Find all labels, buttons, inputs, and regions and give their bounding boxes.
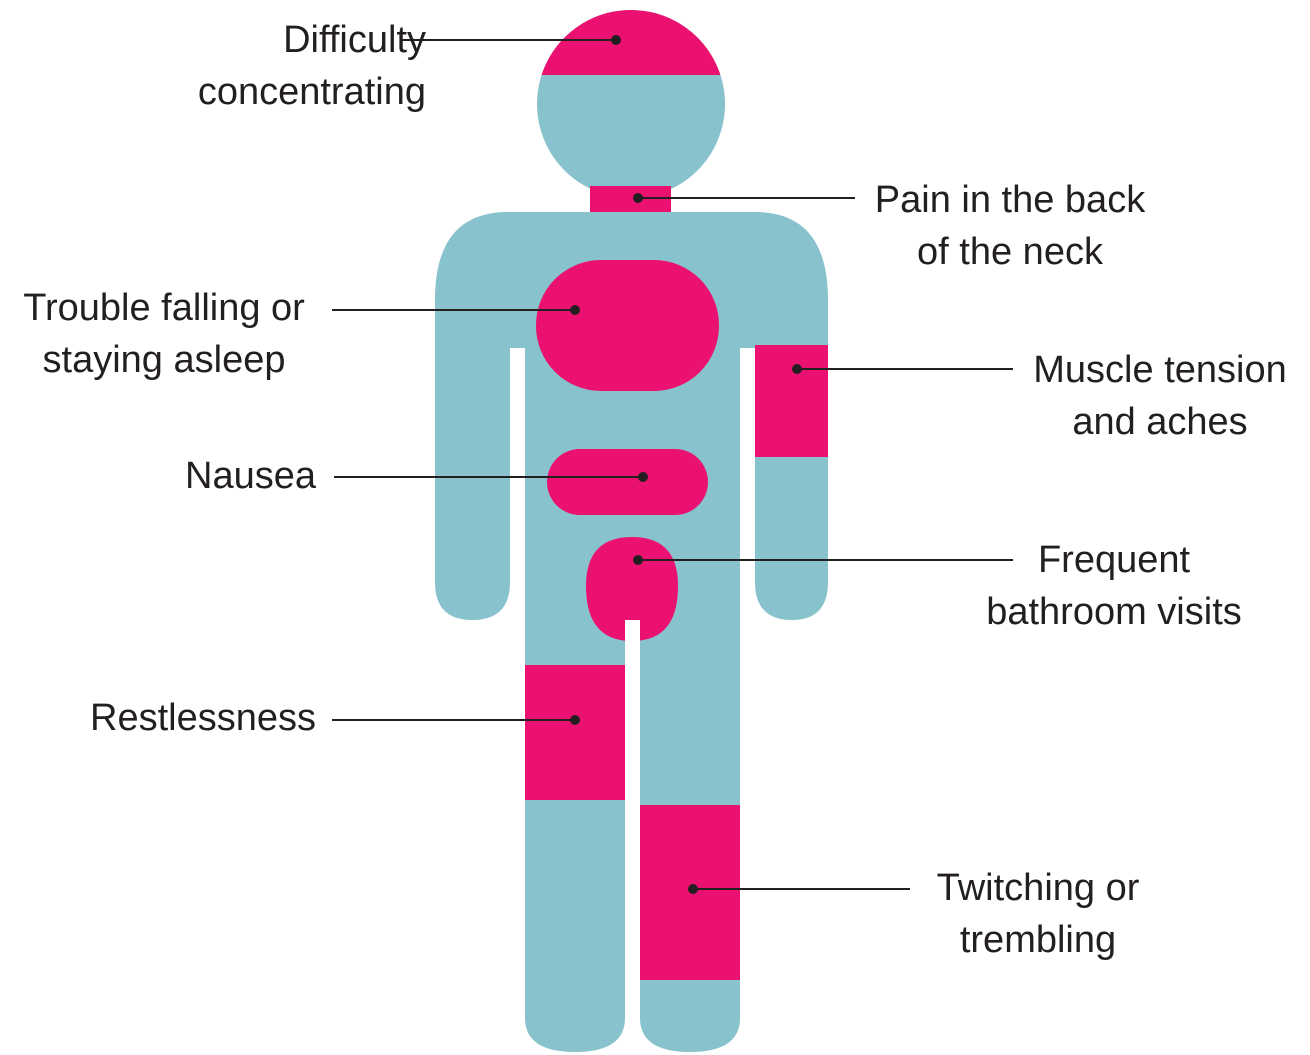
label-concentration: Difficulty concentrating: [198, 14, 426, 118]
dot-concentration: [611, 35, 621, 45]
dot-nausea: [638, 472, 648, 482]
head-region: [535, 8, 727, 75]
label-nausea: Nausea: [185, 450, 316, 502]
body-silhouette: [435, 10, 828, 1052]
dot-muscle: [792, 364, 802, 374]
label-restlessness: Restlessness: [90, 692, 316, 744]
label-neck: Pain in the back of the neck: [864, 174, 1156, 278]
label-bathroom-line-1: Frequent: [970, 534, 1258, 586]
label-twitching-line-2: trembling: [920, 914, 1156, 966]
thigh-region: [525, 665, 625, 800]
chest-region: [536, 260, 719, 391]
label-nausea-line-1: Nausea: [185, 450, 316, 502]
label-sleep-line-1: Trouble falling or: [8, 282, 320, 334]
label-sleep: Trouble falling or staying asleep: [8, 282, 320, 386]
label-muscle-line-1: Muscle tension: [1022, 344, 1298, 396]
label-neck-line-1: Pain in the back: [864, 174, 1156, 226]
stomach-region: [547, 449, 708, 515]
dot-sleep: [570, 305, 580, 315]
label-muscle: Muscle tension and aches: [1022, 344, 1298, 448]
label-twitching: Twitching or trembling: [920, 862, 1156, 966]
label-restlessness-line-1: Restlessness: [90, 692, 316, 744]
label-bathroom: Frequent bathroom visits: [970, 534, 1258, 638]
dot-twitching: [688, 884, 698, 894]
dot-bathroom: [633, 555, 643, 565]
gap-cut: [625, 620, 640, 650]
label-bathroom-line-2: bathroom visits: [970, 586, 1258, 638]
label-concentration-line-2: concentrating: [198, 66, 426, 118]
label-concentration-line-1: Difficulty: [198, 14, 426, 66]
label-sleep-line-2: staying asleep: [8, 334, 320, 386]
label-neck-line-2: of the neck: [864, 226, 1156, 278]
arm-region: [755, 345, 828, 457]
dot-neck: [633, 193, 643, 203]
label-twitching-line-1: Twitching or: [920, 862, 1156, 914]
dot-restlessness: [570, 715, 580, 725]
label-muscle-line-2: and aches: [1022, 396, 1298, 448]
